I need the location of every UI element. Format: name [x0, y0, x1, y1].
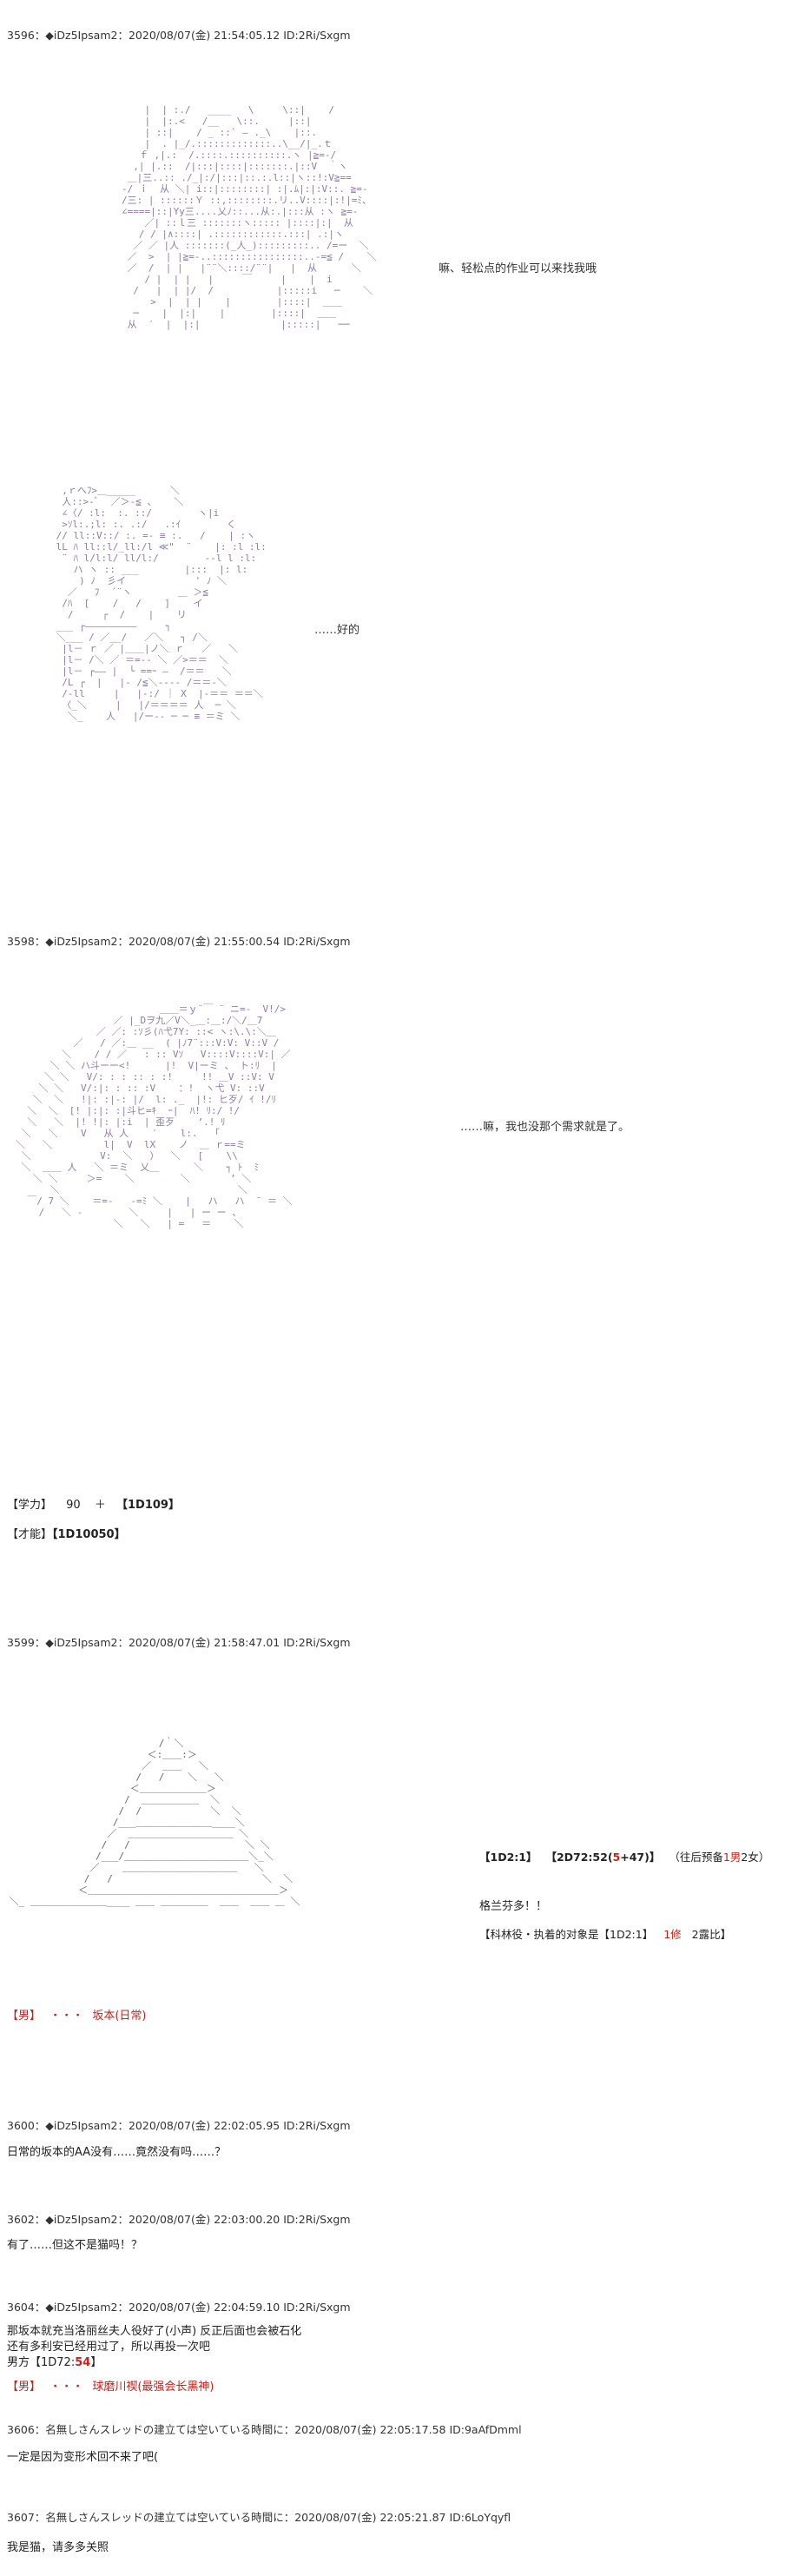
study-label: 【学力】 [7, 1499, 53, 1512]
speech-line: ……嘛，我也没那个需求就是了。 [460, 1121, 630, 1134]
post-body: 还有多利安已经用过了，所以再投一次吧 [7, 2341, 211, 2354]
roll-part: 【1D2:1】 [479, 1851, 538, 1864]
roll-part: +47)】 [620, 1851, 661, 1864]
talent-label: 【才能】 [7, 1528, 53, 1541]
house-line: 格兰芬多！！ [479, 1900, 548, 1913]
roll-line: 【1D2:1】 【2D72:52(5+47)】 （往后预备1男2女） [479, 1848, 769, 1864]
post-body: 我是猫，请多多关照 [7, 2541, 109, 2554]
post-body: 男方【1D72:54】 [7, 2353, 102, 2369]
study-roll: 【1D109】 [116, 1499, 180, 1512]
male-tag: 【男】 [7, 2381, 42, 2394]
tag-separator: ・・・ [49, 2010, 84, 2023]
male-name: 球磨川禊(最强会长黑神) [92, 2381, 214, 2394]
post-header: 3599：◆iDz5Ipsam2：2020/08/07(金) 21:58:47.… [7, 1636, 351, 1649]
ascii-art-cat: /｀＼ ＜:＿＿:＞ ／ ＿＿ ＼ / / ＼ ＼ ＜＿＿＿＿＿＿＿＞ / ＿＿… [9, 1738, 300, 1907]
talent-stat-line: 【才能】【1D10050】 [7, 1525, 126, 1541]
roll-part: （往后预备 [669, 1851, 723, 1864]
roll-part: 【2D72:52( [545, 1851, 613, 1864]
male-tag: 【男】 [7, 2010, 42, 2023]
post-header: 3606：名無しさんスレッドの建立ては空いている時間に：2020/08/07(金… [7, 2423, 522, 2436]
post-header: 3602：◆iDz5Ipsam2：2020/08/07(金) 22:03:00.… [7, 2213, 351, 2226]
target-part: 【科林役・执着的对象是【1D2:1】 [479, 1928, 654, 1941]
post-header: 3600：◆iDz5Ipsam2：2020/08/07(金) 22:02:05.… [7, 2119, 351, 2132]
ascii-art-character-2: ,ｒへﾌ>＿_____ ＼ 人::>-ﾞ ／＞-≦ 、 ＼ ∠〈/ :l: :.… [56, 485, 267, 722]
target-part: 2露比】 [691, 1928, 732, 1941]
roll-part: 2女） [741, 1851, 770, 1864]
roll-text: 】 [90, 2356, 102, 2369]
male-tag-line: 【男】 ・・・ 球磨川禊(最强会长黑神) [7, 2377, 214, 2394]
talent-roll: 【1D10050】 [52, 1528, 126, 1541]
study-stat-line: 【学力】 90 ＋ 【1D109】 [7, 1495, 180, 1512]
post-header: 3604：◆iDz5Ipsam2：2020/08/07(金) 22:04:59.… [7, 2301, 351, 2314]
male-name: 坂本(日常) [92, 2010, 147, 2023]
post-body: 日常的坂本的AA没有……竟然没有吗……？ [7, 2146, 227, 2159]
speech-line: ……好的 [314, 624, 360, 637]
post-body: 那坂本就充当洛丽丝夫人役好了(小声) 反正后面也会被石化 [7, 2325, 302, 2338]
roll-part-red: 1男 [722, 1851, 742, 1864]
post-body: 有了……但这不是猫吗！？ [7, 2239, 143, 2252]
speech-line: 嘛、轻松点的作业可以来找我哦 [439, 262, 597, 275]
roll-text: 男方【1D72: [7, 2356, 76, 2369]
study-value: 90 [66, 1499, 81, 1512]
target-line: 【科林役・执着的对象是【1D2:1】 1修 2露比】 [479, 1925, 731, 1942]
plus-sign: ＋ [94, 1499, 106, 1512]
ascii-art-character-1: | | :./ ____ \ \::| / | |:.< /__ \::. |:… [122, 104, 377, 330]
tag-separator: ・・・ [49, 2381, 84, 2394]
post-header: 3596：◆iDz5Ipsam2：2020/08/07(金) 21:54:05.… [7, 29, 351, 42]
post-body: 一定是因为变形术回不来了吧( [7, 2451, 159, 2464]
ascii-art-character-3: ＿＿＝ｙ¨￣ ¨ ニ=- V!/> ／ |_Dヲ九／V＼_＿:＿:/＼/＿7 ／… [16, 1003, 293, 1229]
post-header: 3607：名無しさんスレッドの建立ては空いている時間に：2020/08/07(金… [7, 2511, 511, 2524]
roll-part-red: 5 [612, 1851, 621, 1864]
roll-value: 54 [75, 2356, 91, 2369]
target-part-red: 1修 [663, 1928, 682, 1941]
male-tag-line: 【男】 ・・・ 坂本(日常) [7, 2006, 146, 2023]
post-header: 3598：◆iDz5Ipsam2：2020/08/07(金) 21:55:00.… [7, 935, 351, 948]
